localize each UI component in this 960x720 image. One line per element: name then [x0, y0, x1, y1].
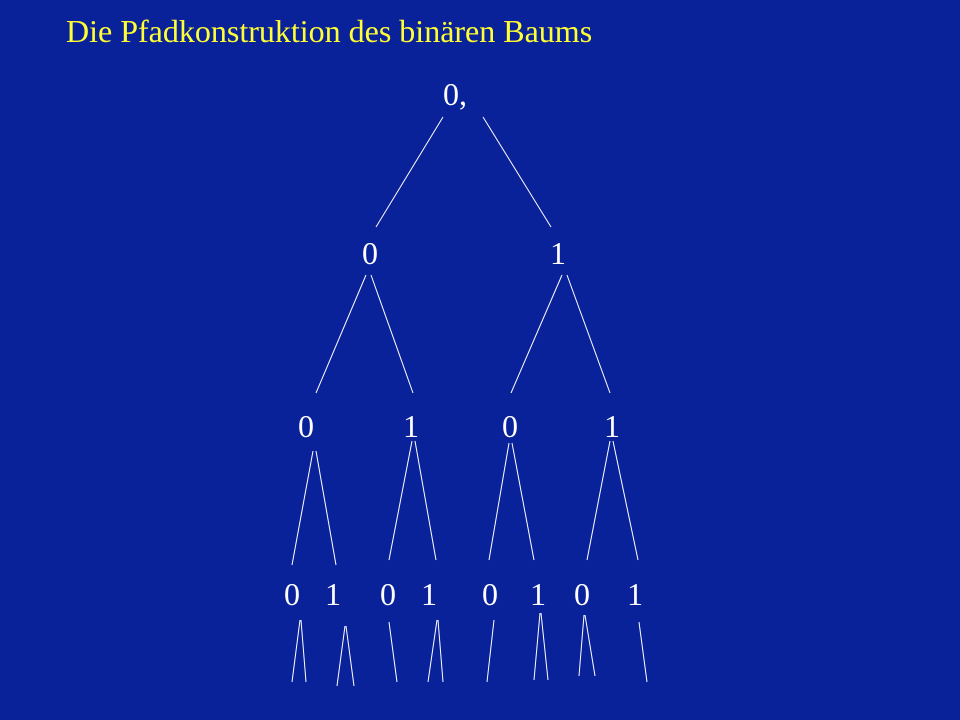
edge-l2-2-left: [488, 442, 510, 561]
stub-5: [388, 621, 398, 683]
node-l3-4: 0: [482, 576, 498, 612]
stub-8: [486, 619, 495, 683]
edge-l2-3-right: [612, 440, 639, 561]
edge-l1-1-right: [566, 274, 611, 394]
node-l2-2: 0: [502, 408, 518, 444]
node-l3-1: 1: [325, 576, 341, 612]
edge-l1-0-left: [315, 274, 367, 394]
edge-l1-0-right: [370, 274, 414, 394]
edge-l2-1-left: [388, 440, 413, 561]
node-l3-5: 1: [530, 576, 546, 612]
edge-l2-0-left: [291, 450, 314, 566]
node-l2-0: 0: [298, 408, 314, 444]
edge-l2-0-right: [315, 450, 337, 566]
node-l3-3: 1: [421, 576, 437, 612]
node-l3-0: 0: [284, 576, 300, 612]
edge-l1-1-left: [510, 274, 563, 394]
stub-7: [437, 619, 444, 683]
edge-root-left: [375, 116, 444, 228]
node-l1-0: 0: [362, 235, 378, 271]
node-l2-3: 1: [604, 408, 620, 444]
node-root: 0,: [443, 76, 467, 112]
node-l3-6: 0: [574, 576, 590, 612]
node-l1-1: 1: [550, 235, 566, 271]
edge-root-right: [482, 116, 552, 228]
edge-l2-2-right: [511, 442, 535, 561]
stub-2: [300, 619, 307, 683]
node-l3-7: 1: [627, 576, 643, 612]
stub-3: [336, 625, 346, 687]
stub-9: [533, 612, 541, 681]
slide-title: Die Pfadkonstruktion des binären Baums: [66, 13, 593, 49]
stub-1: [291, 619, 301, 683]
node-l3-2: 0: [380, 576, 396, 612]
stub-4: [345, 625, 355, 687]
stub-6: [427, 619, 438, 683]
edge-l2-3-left: [586, 440, 611, 561]
stub-12: [584, 614, 596, 677]
node-l2-1: 1: [403, 408, 419, 444]
edge-l2-1-right: [414, 440, 437, 561]
stub-11: [578, 614, 585, 677]
stub-10: [540, 612, 549, 681]
stub-13: [638, 621, 648, 683]
